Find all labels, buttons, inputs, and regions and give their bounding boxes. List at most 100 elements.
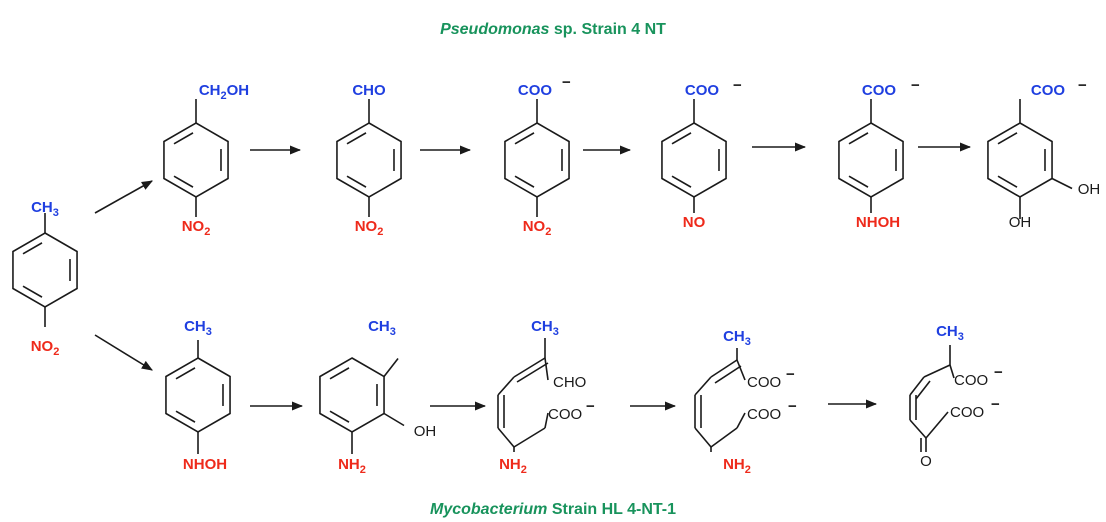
start-bottom-label: NO2 <box>31 338 60 358</box>
bot-5-sub-1 <box>949 364 955 379</box>
top-6-oh-right-bond <box>1051 177 1073 190</box>
bot-5-top-label: CH3 <box>936 323 964 343</box>
top-5-double-bond-2 <box>848 132 869 145</box>
top-1-bottom-label: NO2 <box>182 218 211 238</box>
top-4-double-bond-1 <box>671 175 692 188</box>
start-double-bond-2 <box>22 242 43 255</box>
bot-3-right-bottom: COO <box>548 406 582 423</box>
top-3-ring <box>504 122 570 198</box>
bot-3-sub-2 <box>544 412 549 429</box>
title-pseudomonas: Pseudomonas sp. Strain 4 NT <box>440 21 666 38</box>
bot-5-bond-0 <box>923 364 951 378</box>
bot-4-bond-4 <box>710 427 738 448</box>
top-4-ring <box>661 122 727 198</box>
start-double-bond-1 <box>22 285 43 298</box>
bot-2-double-bond-1 <box>329 410 350 423</box>
bot-4-right-bottom: COO <box>747 406 781 423</box>
bot-2-top-label: CH3 <box>368 318 396 338</box>
reaction-arrows <box>94 142 972 411</box>
bot-2-oh: OH <box>414 423 437 440</box>
bot-4-charge: − <box>788 398 797 415</box>
top-2-double-bond-1 <box>346 175 367 188</box>
bot-4-bond-0 <box>710 359 738 378</box>
bot-3-bond-4 <box>513 427 546 448</box>
bot-5-charge-top: − <box>994 364 1003 381</box>
top-6-ring <box>987 122 1053 198</box>
top-2-double-bond-2 <box>346 132 367 145</box>
bot-2-methyl-bond <box>383 358 399 377</box>
bot-4-charge-top: − <box>786 366 795 383</box>
top-1-double-bond-2 <box>173 132 194 145</box>
arrow-start-top <box>94 180 153 214</box>
bot-3-sub-1 <box>544 357 549 381</box>
title-mycobacterium: Mycobacterium Strain HL 4-NT-1 <box>430 501 676 518</box>
top-4-charge: − <box>733 77 742 94</box>
bot-5-charge: − <box>991 396 1000 413</box>
top-5-top-label: COO <box>862 82 897 99</box>
top-3-top-label: COO <box>518 82 553 99</box>
top-6-top-label: COO <box>1031 82 1066 99</box>
bot-5-double-0 <box>915 380 931 400</box>
bot-1-double-bond-2 <box>175 367 196 380</box>
arrow-start-bottom <box>94 334 153 371</box>
bot-5-ketone-o: O <box>920 453 932 470</box>
top-5-ring <box>838 122 904 198</box>
bot-5-right-bottom: COO <box>950 404 984 421</box>
bot-2-bottom-label: NH2 <box>338 456 366 476</box>
bot-3-top-label: CH3 <box>531 318 559 338</box>
top-6-oh-bottom: OH <box>1009 214 1032 231</box>
bot-1-top-label: CH3 <box>184 318 212 338</box>
bot-1-double-bond-1 <box>175 410 196 423</box>
start-ring <box>12 232 78 308</box>
bot-4-bond-1 <box>694 376 712 396</box>
top-2-ring <box>336 122 402 198</box>
bot-5-sub-2 <box>925 411 949 439</box>
start-top-label: CH3 <box>31 199 59 219</box>
top-6-double-bond-1 <box>997 175 1018 188</box>
bot-4-double-0 <box>714 365 742 384</box>
top-2-bottom-label: NO2 <box>355 218 384 238</box>
top-6-double-bond-2 <box>997 132 1018 145</box>
bot-3-bond-1 <box>497 376 515 396</box>
bot-4-bond-3 <box>694 427 712 448</box>
top-5-double-bond-1 <box>848 175 869 188</box>
top-3-double-bond-1 <box>514 175 535 188</box>
top-1-double-bond-1 <box>173 175 194 188</box>
top-4-double-bond-2 <box>671 132 692 145</box>
bot-1-bottom-label: NHOH <box>183 456 227 473</box>
bot-4-bottom-label: NH2 <box>723 456 751 476</box>
bot-5-right-top: COO <box>954 372 988 389</box>
top-1-top-label: CH2OH <box>199 82 249 102</box>
top-4-top-label: COO <box>685 82 720 99</box>
top-4-bottom-label: NO <box>683 214 706 231</box>
bot-5-bond-1 <box>909 376 925 396</box>
bot-4-sub-2 <box>736 412 746 429</box>
bot-4-top-label: CH3 <box>723 328 751 348</box>
bot-4-right-top: COO <box>747 374 781 391</box>
bot-3-double-0 <box>516 362 549 383</box>
bot-2-double-bond-2 <box>329 367 350 380</box>
bot-3-bond-0 <box>513 357 546 378</box>
bot-2-ring <box>319 357 385 433</box>
top-3-double-bond-2 <box>514 132 535 145</box>
top-5-bottom-label: NHOH <box>856 214 900 231</box>
top-6-charge: − <box>1078 77 1087 94</box>
bot-2-oh-bond <box>383 412 405 427</box>
top-6-oh-right: OH <box>1078 181 1101 198</box>
benzene-rings <box>12 122 1053 433</box>
top-5-charge: − <box>911 77 920 94</box>
bot-5-bond-3 <box>909 419 927 439</box>
top-3-bottom-label: NO2 <box>523 218 552 238</box>
bot-3-bottom-label: NH2 <box>499 456 527 476</box>
bot-3-bond-3 <box>497 427 515 448</box>
bot-3-right-top: CHO <box>553 374 586 391</box>
top-3-charge: − <box>562 74 571 91</box>
top-1-ring <box>163 122 229 198</box>
top-2-top-label: CHO <box>352 82 386 99</box>
bot-4-sub-1 <box>736 359 746 381</box>
bot-1-ring <box>165 357 231 433</box>
bot-3-charge: − <box>586 398 595 415</box>
bonds <box>44 99 1073 454</box>
